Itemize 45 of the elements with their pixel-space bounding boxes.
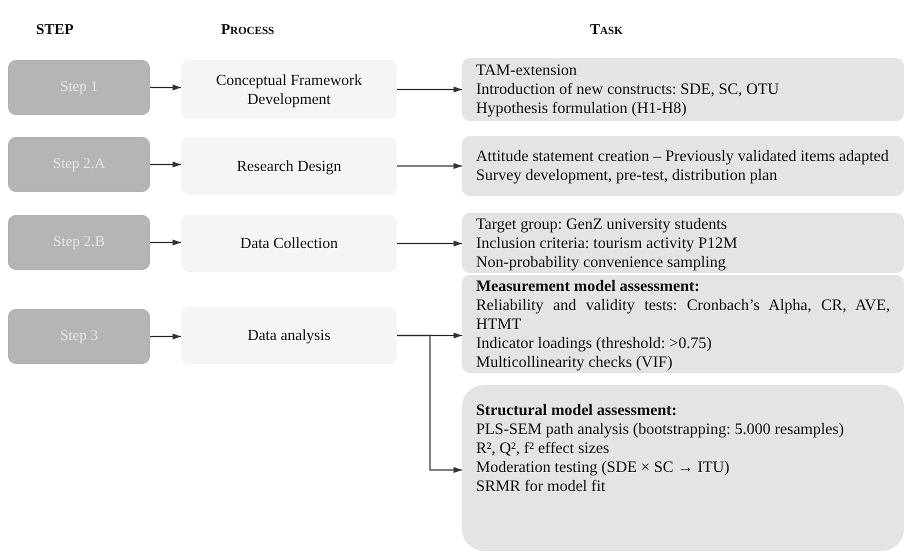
node-text: Target group: GenZ university students	[476, 214, 728, 234]
node-text: Survey development, pre-test, distribution plan	[476, 166, 778, 185]
node-text: Inclusion criteria: tourism activity P12M	[476, 234, 738, 252]
node-text: Indicator loadings (threshold: >0.75)	[476, 334, 713, 352]
node-text: Non-probability convenience sampling	[476, 252, 727, 272]
process-box	[181, 215, 397, 272]
section-heading: Structural model assessment:	[476, 401, 678, 420]
step-box	[8, 309, 150, 364]
process-box	[181, 307, 397, 364]
node-text: Attitude statement creation – Previously validated items adapted	[476, 147, 890, 166]
node-text: Data analysis	[247, 326, 331, 345]
column-header: STEP	[36, 22, 74, 39]
arrow	[397, 86, 462, 92]
task-box	[462, 385, 904, 551]
task-box	[462, 213, 904, 273]
node-text: PLS-SEM path analysis (bootstrapping: 5.000 resamples)	[476, 420, 845, 439]
arrow	[397, 240, 462, 246]
column-header: Task	[590, 22, 623, 39]
task-box	[462, 58, 904, 121]
step-box	[8, 60, 150, 115]
node-text: Moderation testing (SDE × SC → ITU)	[476, 458, 730, 477]
task-box	[462, 136, 904, 196]
step-box	[8, 215, 150, 270]
node-text: SRMR for model fit	[476, 477, 606, 496]
arrow	[150, 334, 181, 340]
node-text: Reliability and validity tests: Cronbach’s Alpha, CR, AVE, HTMT	[476, 296, 890, 334]
node-text: TAM-extension	[476, 61, 578, 80]
arrow	[150, 84, 181, 90]
arrow	[397, 334, 462, 473]
node-text: Data Collection	[240, 234, 338, 253]
task-box	[462, 275, 904, 373]
arrow	[150, 162, 181, 168]
node-text: R², Q², f² effect sizes	[476, 439, 610, 458]
node-text: Multicollinearity checks (VIF)	[476, 352, 674, 372]
process-box	[181, 137, 397, 195]
node-text: Conceptual Framework Development	[215, 70, 363, 108]
node-text: Introduction of new constructs: SDE, SC, OTU	[476, 80, 780, 99]
arrow	[150, 240, 181, 246]
node-text: Research Design	[236, 156, 342, 176]
column-header: Process	[221, 22, 274, 39]
step-box	[8, 137, 150, 192]
node-text: Hypothesis formulation (H1-H8)	[476, 99, 688, 118]
process-box	[181, 60, 397, 119]
arrow	[397, 163, 462, 169]
section-heading: Measurement model assessment:	[476, 276, 701, 296]
